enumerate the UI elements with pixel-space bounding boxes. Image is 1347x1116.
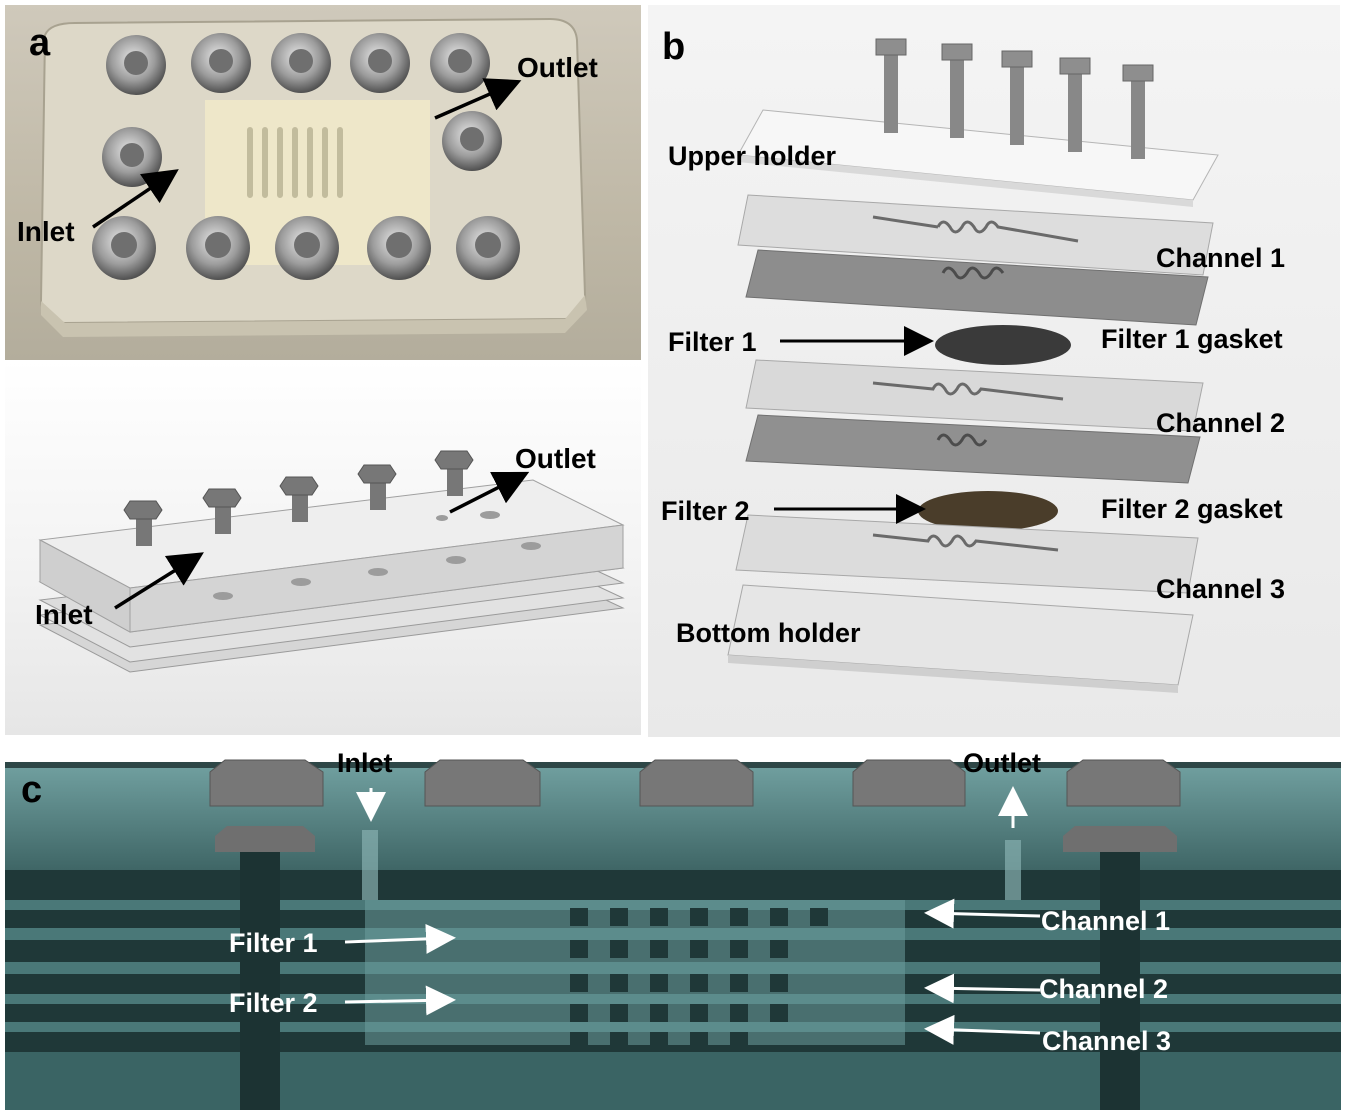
filter-1-arrow-c xyxy=(344,923,456,954)
layer-upper-holder xyxy=(737,109,1219,207)
layer-channel-3 xyxy=(735,514,1199,594)
render-inlet-arrow xyxy=(114,552,204,610)
channel-3-label-c: Channel 3 xyxy=(1042,1026,1171,1056)
serpentine-channel xyxy=(247,127,343,198)
panel-c-letter: c xyxy=(21,769,42,811)
device-render: Outlet Inlet xyxy=(35,443,625,673)
channel-2-label: Channel 2 xyxy=(1156,408,1285,438)
filter-1-disc xyxy=(935,325,1071,365)
filter-2-label-c: Filter 2 xyxy=(229,988,318,1018)
device-photo: a Outlet Inlet xyxy=(17,17,598,337)
section-bolts xyxy=(215,826,1177,1110)
filter-2-label: Filter 2 xyxy=(661,496,750,526)
upper-holder-label: Upper holder xyxy=(668,141,837,171)
filter-1-label: Filter 1 xyxy=(668,327,757,357)
outlet-arrow xyxy=(434,78,522,120)
bolts-b xyxy=(875,38,1154,159)
channel-3-label: Channel 3 xyxy=(1156,574,1285,604)
panel-a-photo: a Outlet Inlet xyxy=(5,5,641,360)
block-edge xyxy=(41,295,587,337)
channel-3-arrow-c xyxy=(924,1014,1041,1045)
outlet-label-c: Outlet xyxy=(963,748,1041,778)
cross-section-diagram: c Inlet Outlet Filter 1 Filter 2 Channel… xyxy=(5,740,1341,1110)
inlet-label-c: Inlet xyxy=(337,748,393,778)
filter-1-gasket-label: Filter 1 gasket xyxy=(1101,324,1283,354)
channel-2-label-c: Channel 2 xyxy=(1039,974,1168,1004)
layer-channel-1 xyxy=(737,194,1214,276)
channel-1-arrow-c xyxy=(924,898,1041,929)
render-inlet-label: Inlet xyxy=(35,599,93,630)
inlet-label: Inlet xyxy=(17,216,75,247)
panel-b-exploded-view: b Upper holder Channel 1 Filter 1 Filter… xyxy=(648,5,1340,737)
render-bolts xyxy=(123,450,474,546)
layer-filter-1-gasket xyxy=(745,249,1209,326)
layer-filter-2-gasket xyxy=(745,414,1201,484)
render-outlet-arrow xyxy=(449,471,530,514)
panel-c-cross-section: c Inlet Outlet Filter 1 Filter 2 Channel… xyxy=(5,740,1341,1110)
panel-b-letter: b xyxy=(662,26,685,68)
exploded-diagram: b Upper holder Channel 1 Filter 1 Filter… xyxy=(661,26,1285,693)
bottom-holder-label: Bottom holder xyxy=(676,618,861,648)
filter-2-arrow-c xyxy=(344,985,456,1016)
channel-1-label: Channel 1 xyxy=(1156,243,1285,273)
panel-a-render: Outlet Inlet xyxy=(5,360,641,735)
outlet-label: Outlet xyxy=(517,52,598,83)
section-nuts xyxy=(209,759,1181,807)
outlet-port xyxy=(1005,840,1021,900)
filter-1-label-c: Filter 1 xyxy=(229,928,318,958)
chamber-pillars xyxy=(570,908,828,1050)
inlet-port xyxy=(362,830,378,900)
inlet-arrow xyxy=(92,169,179,229)
render-holes xyxy=(213,511,541,600)
channel-1-label-c: Channel 1 xyxy=(1041,906,1170,936)
filter-2-gasket-label: Filter 2 gasket xyxy=(1101,494,1283,524)
filter-2-disc xyxy=(918,491,1058,531)
layer-channel-2 xyxy=(745,359,1204,432)
layer-bottom-holder xyxy=(727,584,1194,693)
render-outlet-label: Outlet xyxy=(515,443,596,474)
panel-a-letter: a xyxy=(29,22,51,64)
channel-2-arrow-c xyxy=(924,973,1041,1004)
